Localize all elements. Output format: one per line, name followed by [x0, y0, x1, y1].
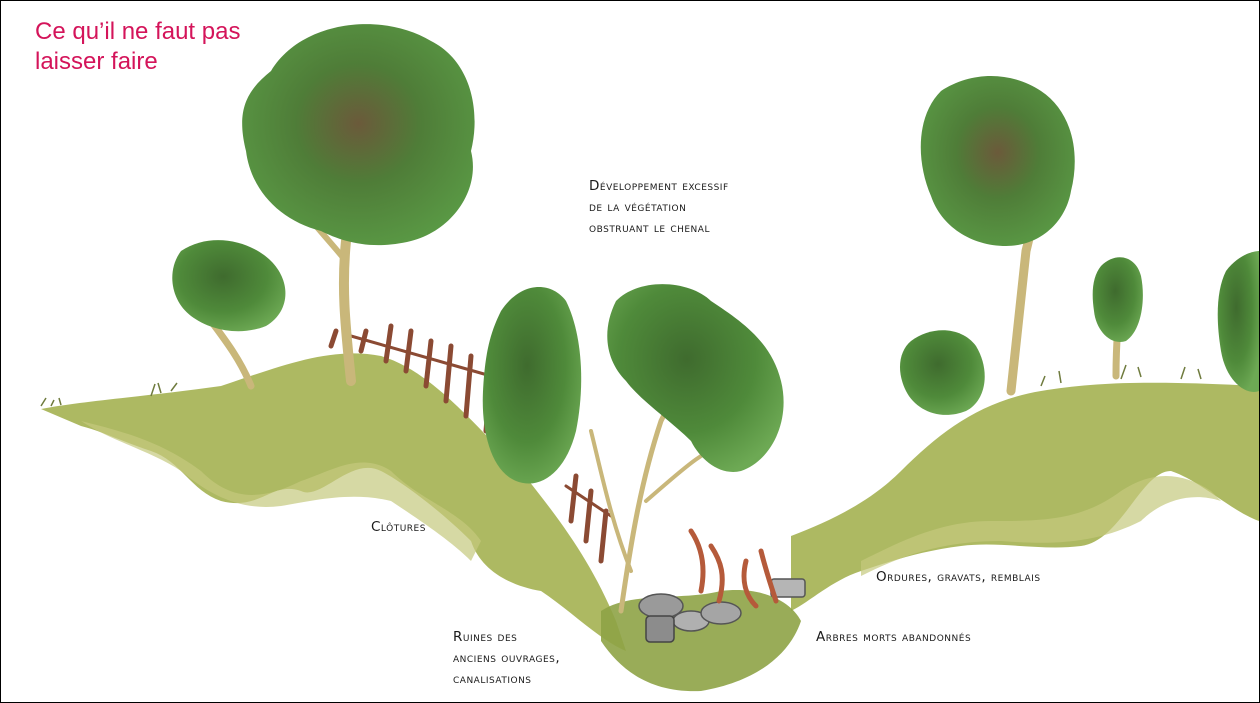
annotation-vegetation-line-1: Développement excessif: [589, 176, 729, 197]
tree-small-right: [900, 330, 985, 415]
tree-narrow-right: [1093, 257, 1143, 342]
channel-bed: [601, 590, 801, 691]
annotation-arbres-morts-line-1: Arbres morts abandonnés: [816, 627, 971, 648]
tree-bank-middle: [483, 287, 581, 483]
annotation-clotures-line-1: Clôtures: [371, 517, 426, 538]
title-line-1: Ce qu’il ne faut pas: [35, 17, 295, 47]
title-line-2: laisser faire: [35, 47, 295, 77]
annotation-ruines: Ruines des anciens ouvrages, canalisatio…: [453, 627, 560, 690]
annotation-vegetation-line-2: de la végétation: [589, 197, 729, 218]
tree-channel: [607, 284, 783, 472]
tree-small-left: [172, 240, 285, 331]
annotation-arbres-morts: Arbres morts abandonnés: [816, 627, 971, 648]
annotation-ruines-line-2: anciens ouvrages,: [453, 648, 560, 669]
tree-edge-right: [1218, 251, 1259, 392]
annotation-vegetation-line-3: obstruant le chenal: [589, 218, 729, 239]
page-title: Ce qu’il ne faut pas laisser faire: [35, 17, 295, 77]
annotation-ordures-line-1: Ordures, gravats, remblais: [876, 567, 1041, 588]
annotation-vegetation: Développement excessif de la végétation …: [589, 176, 729, 239]
annotation-clotures: Clôtures: [371, 517, 426, 538]
annotation-ordures: Ordures, gravats, remblais: [876, 567, 1041, 588]
tree-large-right: [921, 76, 1075, 246]
annotation-ruines-line-1: Ruines des: [453, 627, 560, 648]
annotation-ruines-line-3: canalisations: [453, 669, 560, 690]
